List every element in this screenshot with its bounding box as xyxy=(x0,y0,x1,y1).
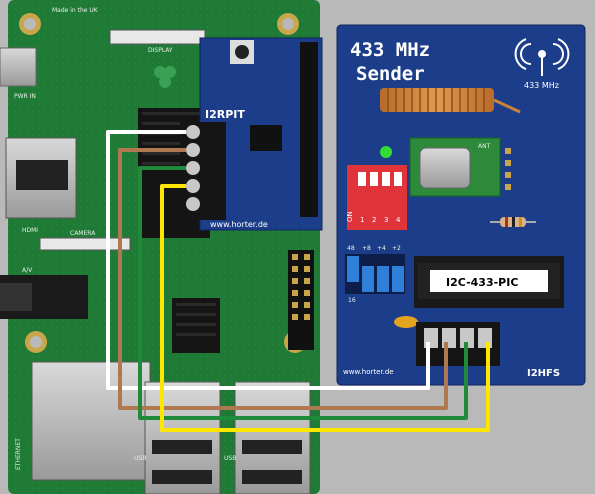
dip-number-1: 1 xyxy=(360,216,364,224)
adapter-chip xyxy=(250,125,282,151)
micro-usb-power-port xyxy=(0,47,37,87)
white-wire xyxy=(106,130,430,390)
camera-connector xyxy=(39,237,131,251)
raspberry-logo xyxy=(154,66,176,88)
jumper-label-2: +2 xyxy=(392,245,401,252)
jumper-label-16: 16 xyxy=(348,297,356,304)
adapter-name: I2RPIT xyxy=(205,108,245,121)
status-led xyxy=(380,146,392,158)
ethernet-port xyxy=(31,361,151,481)
sender-title-line2: Sender xyxy=(356,63,425,85)
dip-number-2: 2 xyxy=(372,216,376,224)
dip-on-label: ON xyxy=(346,211,354,222)
antenna-icon xyxy=(514,38,570,76)
ethernet-label: ETHERNET xyxy=(15,438,22,470)
yellow-wire xyxy=(160,184,490,432)
usb-label-2: USB xyxy=(224,455,236,462)
brown-wire xyxy=(118,148,448,410)
pic-chip-label: I2C-433-PIC xyxy=(446,276,518,289)
mounting-hole xyxy=(25,331,47,353)
address-jumpers xyxy=(345,254,405,294)
av-label: A/V xyxy=(22,267,33,274)
antenna-label: 433 MHz xyxy=(524,81,559,90)
sender-title-line1: 433 MHz xyxy=(350,39,430,61)
hdmi-label: HDMI xyxy=(22,227,38,234)
pwr-in-label: PWR IN xyxy=(14,93,36,100)
jumper-label-4: +4 xyxy=(377,245,386,252)
green-wire xyxy=(138,166,468,420)
capacitor xyxy=(394,316,418,328)
dip-number-3: 3 xyxy=(384,216,388,224)
mounting-hole xyxy=(277,13,299,35)
jumper-label-8: +8 xyxy=(362,245,371,252)
usb-label-1: USB xyxy=(134,455,146,462)
adapter-pin-header xyxy=(300,42,318,217)
dip-switch xyxy=(347,165,407,230)
usb-port-1 xyxy=(144,381,221,494)
adapter-screw-terminal xyxy=(180,122,226,220)
usb-port-2 xyxy=(234,381,311,494)
coil-antenna xyxy=(380,88,521,114)
adapter-url: www.horter.de xyxy=(210,220,268,229)
display-label: DISPLAY xyxy=(148,47,173,54)
sender-url: www.horter.de xyxy=(343,368,394,376)
made-in-uk-text: Made in the UK xyxy=(52,7,99,14)
hdmi-opening xyxy=(16,160,68,190)
jumper-label-48: 48 xyxy=(347,245,355,252)
reset-button xyxy=(235,45,249,59)
sender-model: I2HFS xyxy=(527,368,560,379)
pic-chip xyxy=(414,256,564,308)
rf-module xyxy=(409,137,511,197)
gpio-header xyxy=(288,250,314,350)
resistor xyxy=(490,217,536,227)
rf-module-ant-label: ANT xyxy=(478,143,491,150)
wire-bundle xyxy=(106,130,490,432)
display-connector xyxy=(109,29,206,45)
chip-heatsink xyxy=(172,298,220,353)
mounting-hole xyxy=(19,13,41,35)
dip-number-4: 4 xyxy=(396,216,401,224)
camera-label: CAMERA xyxy=(70,230,96,237)
av-jack-tip xyxy=(0,283,32,311)
sender-board: 433 MHz Sender 433 MHz xyxy=(336,24,586,386)
